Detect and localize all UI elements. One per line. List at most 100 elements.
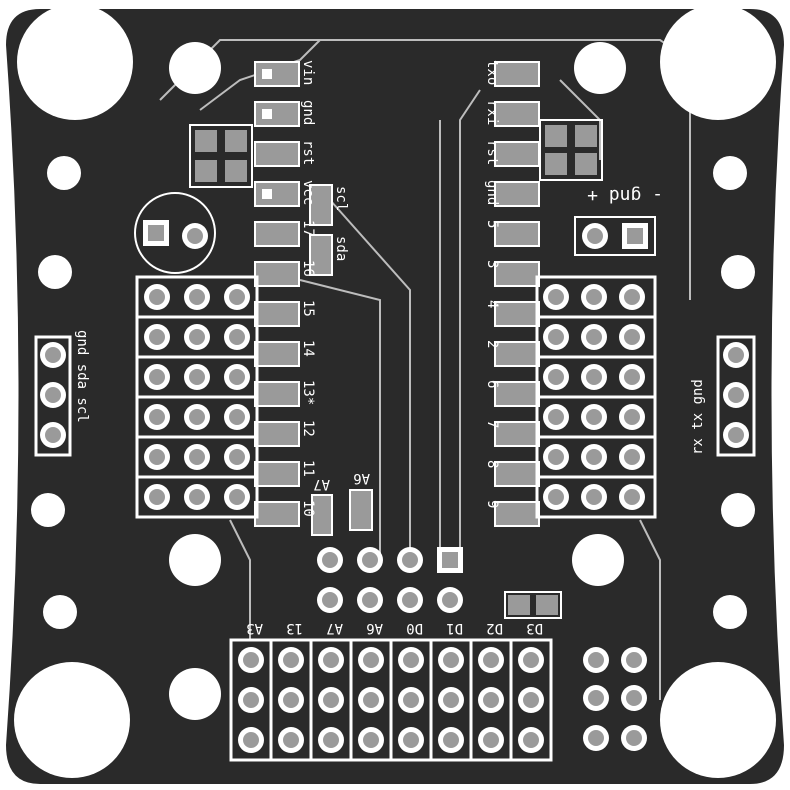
right-grid-pin [619, 324, 645, 350]
right-pin-label: rst [484, 140, 500, 165]
bottom-grid-pin [478, 687, 504, 713]
power-header-label: - gnd + [587, 185, 663, 206]
left-smd-pads [254, 61, 300, 527]
left-grid-pin [184, 324, 210, 350]
left-pin-label: 15 [300, 300, 316, 317]
bottom-grid-pin [278, 687, 304, 713]
left-pin-label: 13* [300, 380, 316, 405]
left-grid-pin [184, 444, 210, 470]
right-grid-pin [619, 404, 645, 430]
right-grid-pin [543, 284, 569, 310]
bottom-header-label: A6 [366, 620, 383, 636]
left-pin-label: vin [300, 60, 316, 85]
left-pin-label: gnd [300, 100, 316, 125]
left-header-label: gnd sda scl [74, 330, 90, 423]
rb-pin [583, 647, 609, 673]
left-pin-label: 14 [300, 340, 316, 357]
left-pad-7 [254, 341, 300, 367]
right-pad-4 [494, 221, 540, 247]
right-pin-label: 9 [484, 500, 500, 508]
bottom-grid-pin [398, 647, 424, 673]
bottom-grid-pin [518, 647, 544, 673]
bottom-grid-pin [238, 647, 264, 673]
bottom-grid-pin [398, 727, 424, 753]
right-pad-5 [494, 261, 540, 287]
left-grid-pin [224, 444, 250, 470]
board-outline [3, 7, 787, 786]
right-grid-pin [619, 284, 645, 310]
center-pin [437, 547, 463, 573]
center-pin [397, 587, 423, 613]
rb-pin [621, 647, 647, 673]
left-grid-pin [144, 364, 170, 390]
left-pad-0 [254, 61, 300, 87]
left-pad-5 [254, 261, 300, 287]
bottom-pin-grid [229, 638, 553, 762]
left-pin-grid [135, 275, 259, 519]
right-grid-pin [543, 324, 569, 350]
silkscreen-labels: vingndrstvcc1716151413*121110txorxirstgn… [74, 60, 706, 636]
right-grid-pin [581, 404, 607, 430]
center-pin [317, 547, 343, 573]
left-pin-label: 11 [300, 460, 316, 477]
left-grid-pin [184, 404, 210, 430]
right-pad-6 [494, 301, 540, 327]
left-pad-4 [254, 221, 300, 247]
right-pin-label: 6 [484, 380, 500, 388]
left-pin-label: rst [300, 140, 316, 165]
mount-hole-tl [17, 4, 133, 120]
right-smd-pads [494, 61, 540, 527]
bottom-grid-pin [518, 687, 544, 713]
sda-label: sda [333, 236, 349, 261]
center-pin [317, 587, 343, 613]
left-pad-3 [254, 181, 300, 207]
bottom-grid-pin [438, 687, 464, 713]
left-pad-11 [254, 501, 300, 527]
right-pin-label: 2 [484, 340, 500, 348]
left-grid-pin [144, 484, 170, 510]
bottom-grid-pin [278, 647, 304, 673]
right-grid-pin [619, 364, 645, 390]
left-pad-10 [254, 461, 300, 487]
right-grid-pin [581, 364, 607, 390]
scl-label: scl [333, 186, 349, 211]
left-pad-6 [254, 301, 300, 327]
bottom-header-label: D2 [486, 620, 503, 636]
left-grid-pin [224, 284, 250, 310]
left-pin-label: vcc [300, 180, 316, 205]
a7-label: A7 [313, 476, 330, 492]
right-bottom-pins [583, 647, 647, 751]
left-grid-pin [184, 364, 210, 390]
right-grid-pin [619, 484, 645, 510]
bottom-grid-pin [438, 727, 464, 753]
bottom-grid-pin [398, 687, 424, 713]
bottom-header-label: D3 [526, 620, 543, 636]
center-pin [357, 587, 383, 613]
left-grid-pin [224, 324, 250, 350]
left-pad-2 [254, 141, 300, 167]
bottom-grid-pin [518, 727, 544, 753]
bottom-header-label: A3 [246, 620, 263, 636]
right-header-pins [723, 342, 749, 448]
right-pad-2 [494, 141, 540, 167]
left-pin-label: 17 [300, 220, 316, 237]
mounting-holes [14, 4, 776, 778]
left-grid-pin [144, 444, 170, 470]
right-pad-0 [494, 61, 540, 87]
power-header-outline [574, 216, 656, 256]
bottom-grid-pin [318, 687, 344, 713]
right-grid-pin [543, 404, 569, 430]
left-pad-1 [254, 101, 300, 127]
center-pin [437, 587, 463, 613]
rb-pin [583, 685, 609, 711]
right-pin-label: 8 [484, 460, 500, 468]
rb-pin [621, 685, 647, 711]
bottom-grid-pin [358, 727, 384, 753]
right-grid-pin [543, 444, 569, 470]
right-pad-11 [494, 501, 540, 527]
left-grid-pin [144, 324, 170, 350]
right-header-label: rx tx gnd [690, 379, 706, 455]
bottom-grid-pin [478, 727, 504, 753]
right-grid-pin [619, 444, 645, 470]
